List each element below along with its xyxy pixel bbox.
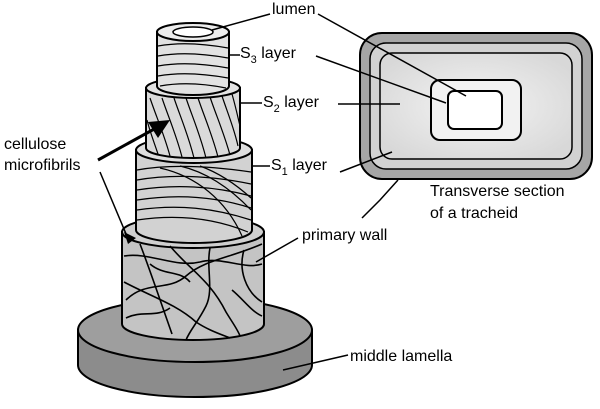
primary-wall-label: primary wall (302, 227, 387, 244)
tracheid-label: of a tracheid (430, 205, 518, 222)
leader-lines (99, 13, 467, 371)
middle-lamella-label: middle lamella (350, 348, 452, 365)
s2-layer-label: S2 layer (263, 94, 320, 115)
microfibrils-label: microfibrils (4, 157, 80, 174)
microfibril-arrow-s2 (97, 120, 170, 162)
s1-layer-label: S1 layer (271, 157, 328, 178)
microfibril-arrow-primary (124, 232, 136, 244)
s3-layer-label: S3 layer (240, 45, 297, 66)
transverse-section (359, 32, 593, 180)
s3-microfibrils (157, 43, 229, 89)
s1-microfibrils (136, 165, 252, 237)
primary-wall-microfibrils (123, 243, 263, 341)
transverse-section-label: Transverse section (430, 183, 565, 200)
s3-layer-cylinder (156, 22, 230, 96)
section-lumen (447, 90, 503, 130)
lumen-opening (172, 26, 214, 38)
s2-microfibrils (146, 93, 241, 159)
lumen-label: lumen (272, 1, 316, 18)
cellulose-label: cellulose (4, 136, 66, 153)
